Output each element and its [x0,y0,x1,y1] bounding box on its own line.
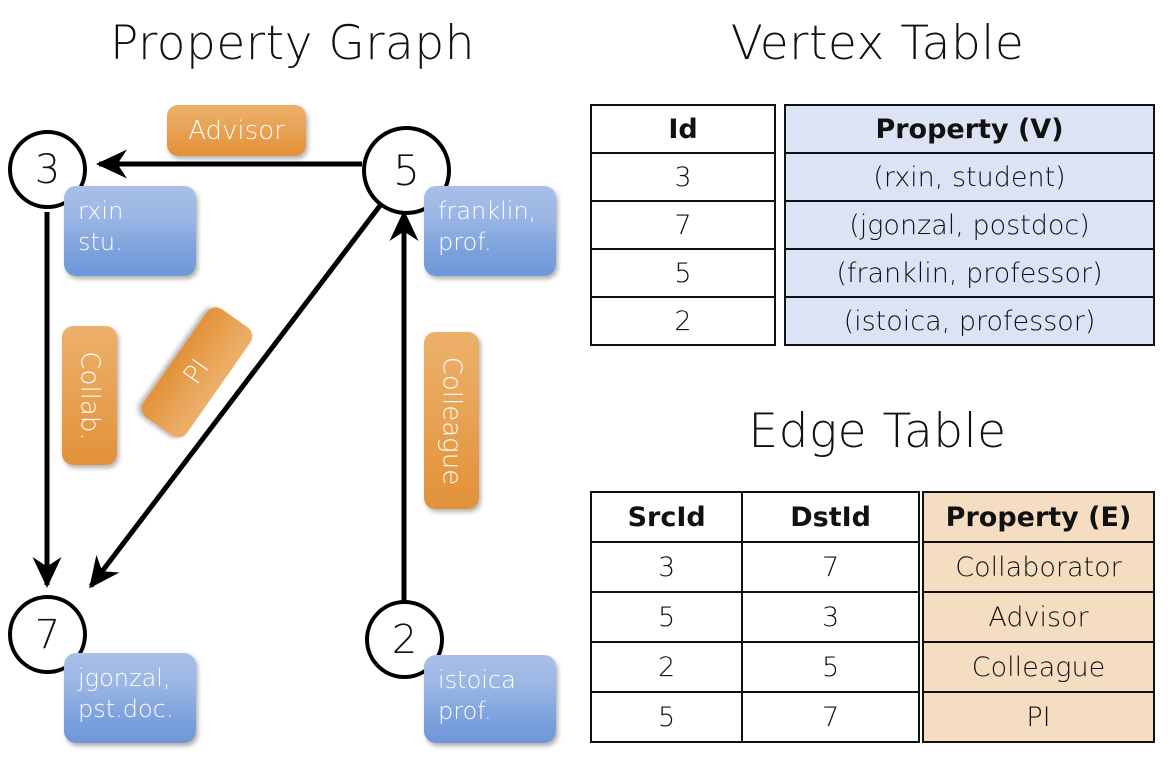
edge-table-src-dst-columns: SrcId DstId 3 7 5 3 2 5 5 7 [589,491,920,743]
vertex-table-header-id: Id [590,104,776,154]
graph-edge-label-advisor: Advisor [167,105,306,156]
page-title-edge-table: Edge Table [748,404,1007,459]
table-row[interactable]: (istoica, professor) [784,296,1155,346]
graph-node-3-property-box: rxin stu. [64,186,196,276]
graph-edge-label-colleague-text: Colleague [436,356,467,485]
table-row[interactable]: 3 7 [589,541,920,593]
graph-node-7-label: 7 [34,611,61,658]
table-header-row: SrcId DstId [589,491,920,543]
graph-node-2[interactable]: 2 [365,600,444,679]
page-title-vertex-table: Vertex Table [730,16,1025,71]
vertex-table-cell-id: 2 [590,296,776,346]
edge-table-property-column: Property (E) Collaborator Advisor Collea… [922,491,1155,743]
table-row[interactable]: Collaborator [922,541,1155,593]
graph-node-2-property-line2: prof. [438,696,492,725]
graph-edge-label-pi-text: PI [178,354,216,391]
edge-table-header-dstid: DstId [741,491,920,543]
vertex-table-cell-property: (istoica, professor) [784,296,1155,346]
graph-node-5-property-box: franklin, prof. [424,186,556,276]
graph-edge-label-colleague: Colleague [424,332,479,509]
graph-node-5-property-line1: franklin, [438,197,537,225]
vertex-table-cell-property: (rxin, student) [784,152,1155,202]
graph-edge-arrows [32,149,419,610]
table-row[interactable]: (jgonzal, postdoc) [784,200,1155,250]
table-header-row: Property (E) [922,491,1155,543]
table-row[interactable]: (franklin, professor) [784,248,1155,298]
graph-node-2-property-box: istoica prof. [424,655,556,743]
vertex-table-header-property: Property (V) [784,104,1155,154]
graph-node-2-label: 2 [391,616,418,663]
edge-table-cell-dstid: 7 [741,541,920,593]
vertex-table-cell-id: 7 [590,200,776,250]
edge-table-cell-srcid: 3 [589,541,744,593]
table-header-row: Id [590,104,776,154]
graph-edge-label-advisor-text: Advisor [188,115,285,146]
graph-edge-label-collab-text: Collab. [74,350,105,441]
table-row[interactable]: PI [922,691,1155,743]
table-row[interactable]: 7 [590,200,776,250]
edge-table-cell-property: PI [922,691,1155,743]
edge-table-cell-srcid: 5 [589,591,744,643]
table-header-row: Property (V) [784,104,1155,154]
edge-table-cell-property: Advisor [922,591,1155,643]
table-row[interactable]: 2 [590,296,776,346]
table-row[interactable]: 2 5 [589,641,920,693]
vertex-table-cell-property: (franklin, professor) [784,248,1155,298]
graph-node-3-property-line2: stu. [78,227,123,256]
vertex-table-property-column: Property (V) (rxin, student) (jgonzal, p… [784,104,1155,346]
edge-table-cell-dstid: 3 [741,591,920,643]
table-row[interactable]: 5 7 [589,691,920,743]
graph-node-7-property-box: jgonzal, pst.doc. [64,653,196,743]
edge-table-cell-dstid: 7 [741,691,920,743]
table-row[interactable]: 3 [590,152,776,202]
edge-table-header-srcid: SrcId [589,491,744,543]
vertex-table-cell-property: (jgonzal, postdoc) [784,200,1155,250]
vertex-table-cell-id: 5 [590,248,776,298]
property-graph-diagram: 3 rxin stu. 5 franklin, prof. 7 jgonzal,… [8,105,556,743]
graph-node-2-property-line1: istoica [438,666,516,694]
graph-node-7-property-line2: pst.doc. [78,694,174,723]
edge-table-cell-property: Collaborator [922,541,1155,593]
table-row[interactable]: Colleague [922,641,1155,693]
vertex-table-id-column: Id 3 7 5 2 [590,104,776,346]
edge-table-header-property: Property (E) [922,491,1155,543]
table-row[interactable]: 5 [590,248,776,298]
vertex-table-cell-id: 3 [590,152,776,202]
table-row[interactable]: 5 3 [589,591,920,643]
graph-node-5-property-line2: prof. [438,227,492,256]
graph-node-5-label: 5 [393,146,420,195]
edge-table-cell-srcid: 5 [589,691,744,743]
edge-table-cell-srcid: 2 [589,641,744,693]
page-title-property-graph: Property Graph [110,16,475,71]
graph-node-3-property-line1: rxin [78,197,124,225]
table-row[interactable]: Advisor [922,591,1155,643]
graph-edge-label-collab: Collab. [62,326,117,465]
edge-table-cell-dstid: 5 [741,641,920,693]
table-row[interactable]: (rxin, student) [784,152,1155,202]
edge-table-cell-property: Colleague [922,641,1155,693]
graph-node-3-label: 3 [34,146,61,193]
graph-node-7-property-line1: jgonzal, [78,664,171,692]
edge-arrow-5-to-7 [89,201,384,589]
